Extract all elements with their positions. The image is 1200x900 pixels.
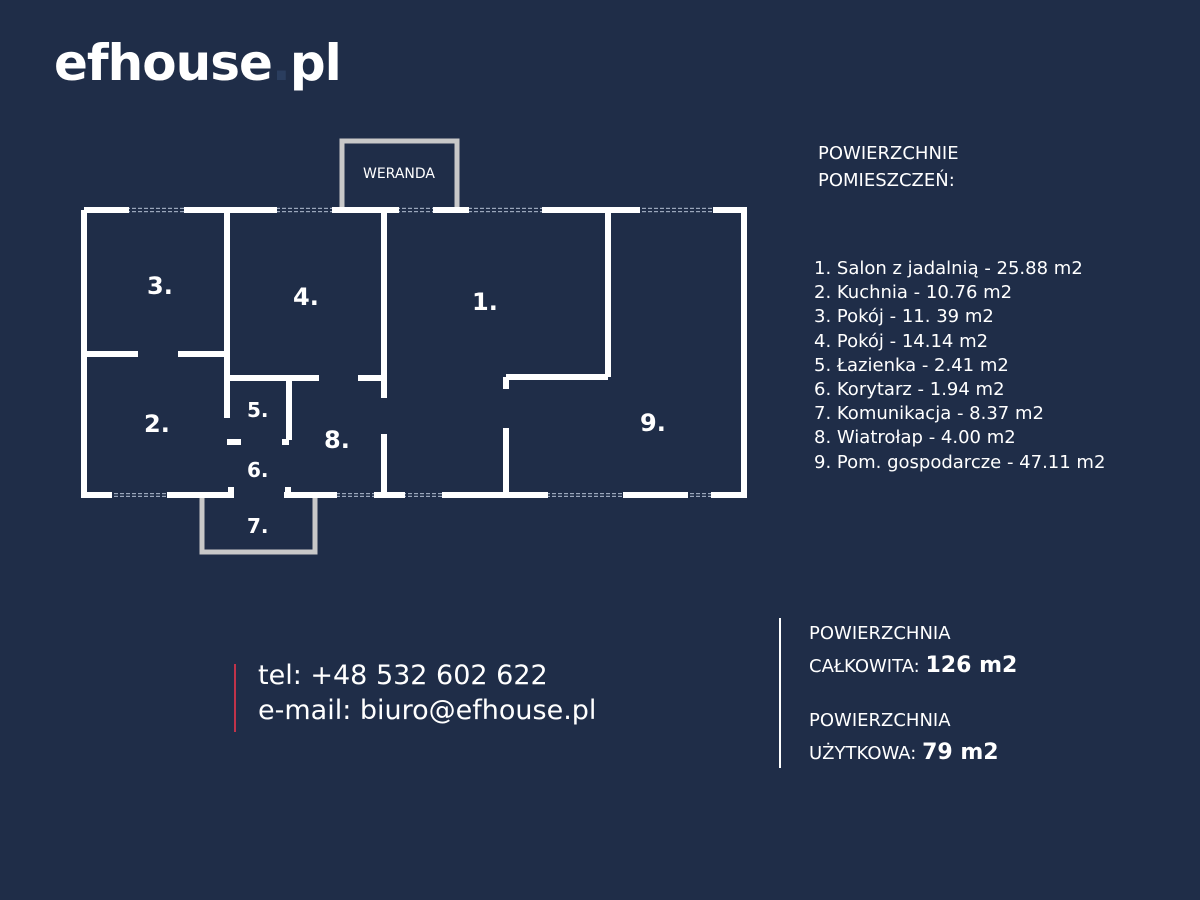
logo-tld: pl [289, 34, 342, 92]
room-areas-panel: POWIERZCHNIE POMIESZCZEŃ: 1. Salon z jad… [814, 140, 1105, 473]
area-item: 6. Korytarz - 1.94 m2 [814, 379, 1005, 401]
usable-area: POWIERZCHNIA UŻYTKOWA: 79 m2 [809, 710, 999, 765]
room-8-label: 8. [324, 426, 350, 454]
room-3-label: 3. [147, 272, 173, 300]
areas-heading: POWIERZCHNIE POMIESZCZEŃ: [818, 143, 959, 191]
area-item: 5. Łazienka - 2.41 m2 [814, 354, 1009, 376]
logo-dot: . [271, 34, 291, 92]
area-item: 8. Wiatrołap - 4.00 m2 [814, 427, 1016, 449]
phone-link[interactable]: tel: +48 532 602 622 [258, 660, 548, 691]
room-7-label: 7. [247, 514, 269, 538]
weranda-label: WERANDA [362, 166, 435, 182]
annex-walls [199, 138, 460, 555]
brand-logo: efhouse.pl [54, 38, 342, 88]
windows [112, 207, 713, 498]
total-area-value: 126 m2 [925, 653, 1018, 678]
room-1-label: 1. [472, 288, 498, 316]
walls [81, 207, 747, 498]
area-item: 9. Pom. gospodarcze - 47.11 m2 [814, 451, 1106, 473]
usable-area-value: 79 m2 [922, 740, 999, 765]
totals-block: POWIERZCHNIA CAŁKOWITA: 126 m2 POWIERZCH… [779, 618, 1017, 768]
area-item: 4. Pokój - 14.14 m2 [814, 330, 989, 352]
areas-list: 1. Salon z jadalnią - 25.88 m2 2. Kuchni… [814, 257, 1174, 475]
room-4-label: 4. [293, 283, 319, 311]
area-item: 2. Kuchnia - 10.76 m2 [814, 282, 1013, 304]
logo-main: efhouse [54, 34, 273, 92]
email-link[interactable]: e-mail: biuro@efhouse.pl [258, 695, 597, 726]
total-area: POWIERZCHNIA CAŁKOWITA: 126 m2 [809, 623, 1018, 678]
room-9-label: 9. [640, 409, 666, 437]
floor-plan [81, 138, 747, 555]
room-6-label: 6. [247, 458, 269, 482]
contact-block: tel: +48 532 602 622 e-mail: biuro@efhou… [234, 660, 597, 732]
area-item: 7. Komunikacja - 8.37 m2 [814, 403, 1044, 425]
room-2-label: 2. [144, 410, 170, 438]
area-item: 1. Salon z jadalnią - 25.88 m2 [814, 258, 1083, 279]
room-5-label: 5. [247, 398, 269, 422]
area-item: 3. Pokój - 11. 39 m2 [814, 306, 994, 328]
